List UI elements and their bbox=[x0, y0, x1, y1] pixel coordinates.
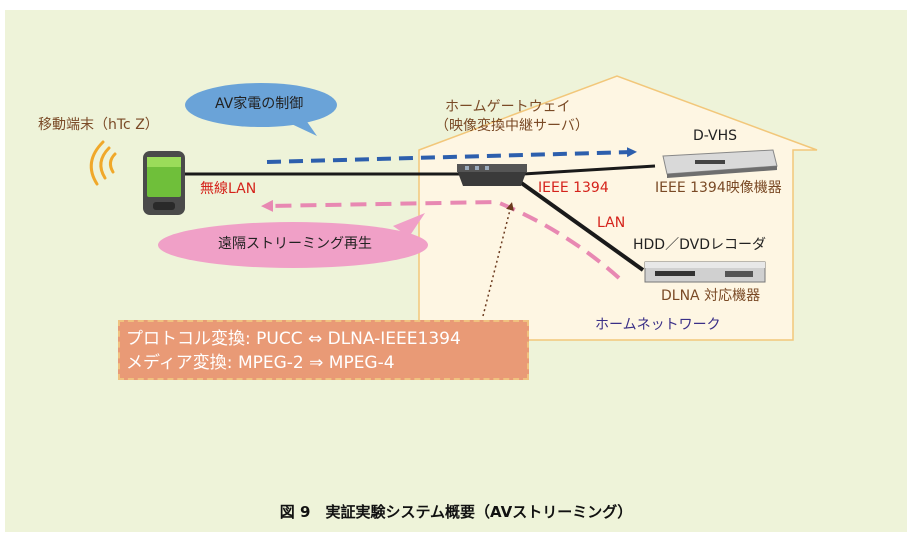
ieee1394-cable bbox=[522, 164, 656, 176]
gateway-device-icon bbox=[457, 164, 527, 186]
diagram-graphics bbox=[89, 75, 818, 341]
protocol-conversion-text: プロトコル変換: PUCC ⇔ DLNA-IEEE1394 bbox=[126, 329, 461, 349]
media-conversion-text: メディア変換: MPEG-2 ⇒ MPEG-4 bbox=[126, 353, 395, 373]
dlna-device-label: DLNA 対応機器 bbox=[661, 288, 761, 304]
wifi-icon bbox=[89, 140, 117, 186]
control-bubble bbox=[185, 83, 337, 136]
ieee1394-device-label: IEEE 1394映像機器 bbox=[655, 180, 782, 196]
hdd-dvd-label: HDD／DVDレコーダ bbox=[633, 237, 766, 253]
streaming-bubble bbox=[158, 213, 428, 268]
remote-streaming-label: 遠隔ストリーミング再生 bbox=[218, 236, 372, 252]
gateway-label-line2: （映像変換中継サーバ） bbox=[435, 118, 589, 134]
wireless-lan-label: 無線LAN bbox=[200, 181, 257, 197]
gateway-label-line1: ホームゲートウェイ bbox=[445, 99, 571, 115]
info-pointer bbox=[482, 202, 514, 317]
control-arrow bbox=[266, 147, 637, 164]
dvhs-label: D-VHS bbox=[693, 128, 738, 144]
home-network-label: ホームネットワーク bbox=[595, 317, 721, 333]
ieee1394-label: IEEE 1394 bbox=[538, 180, 609, 196]
mobile-terminal-label: 移動端末（hTc Z） bbox=[38, 117, 159, 133]
dvhs-deck-icon bbox=[662, 149, 778, 178]
av-control-label: AV家電の制御 bbox=[215, 96, 304, 112]
diagram-canvas: 移動端末（hTc Z） AV家電の制御 ホームゲートウェイ （映像変換中継サーバ… bbox=[5, 10, 907, 532]
mobile-phone-icon bbox=[143, 151, 185, 215]
hdd-dvd-recorder-icon bbox=[644, 261, 766, 283]
lan-label: LAN bbox=[597, 215, 626, 231]
streaming-arrow bbox=[261, 199, 621, 280]
conversion-info-box: プロトコル変換: PUCC ⇔ DLNA-IEEE1394 メディア変換: MP… bbox=[118, 320, 529, 380]
lan-cable bbox=[518, 180, 645, 272]
figure-caption: 図 9 実証実験システム概要（AVストリーミング） bbox=[279, 503, 633, 521]
